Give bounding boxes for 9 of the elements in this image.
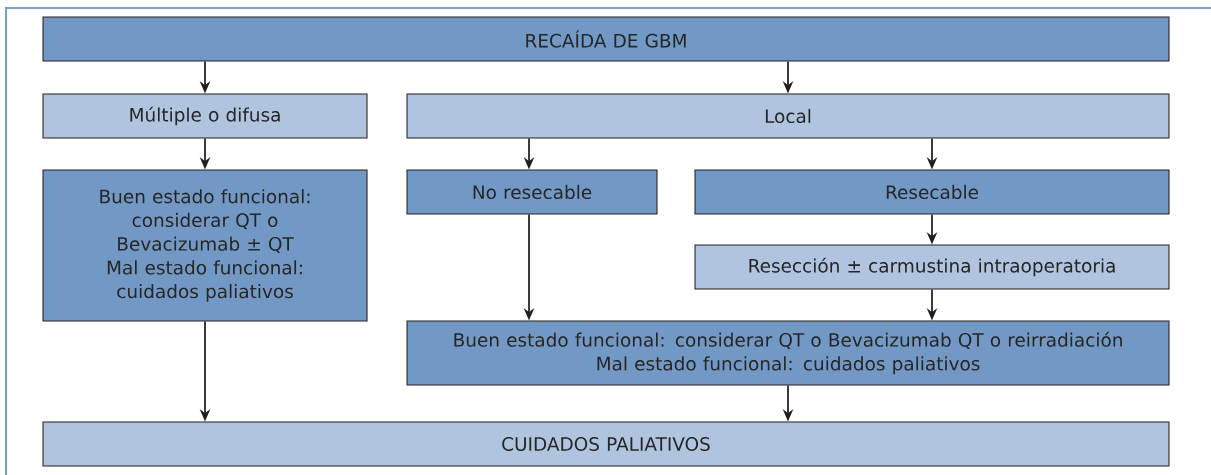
process-box: Buen estado funcional: considerar QT o Bevacizumab QT o reirradiación Mal estado funcional: cuidados paliativos [406,320,1170,386]
process-box: Local [406,93,1170,139]
process-box: Resección ± carmustina intraoperatoria [694,244,1170,290]
process-box: CUIDADOS PALIATIVOS [42,421,1170,467]
process-box: No resecable [406,169,658,215]
process-box: Buen estado funcional: considerar QT o Bevacizumab ± QT Mal estado funcional: cuidados paliativos [42,169,368,322]
process-box: Múltiple o difusa [42,93,368,139]
process-box: RECAÍDA DE GBM [42,16,1170,62]
process-box: Resecable [694,169,1170,215]
